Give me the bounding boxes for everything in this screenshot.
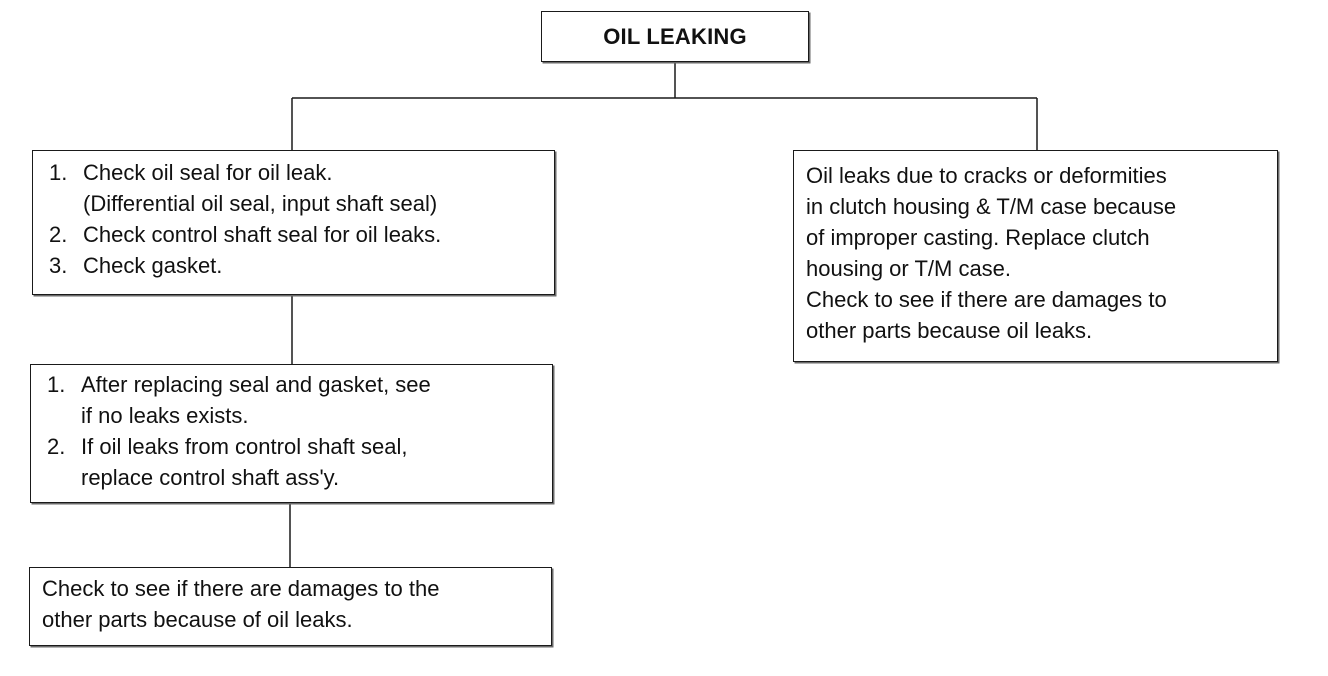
- casting-line: Check to see if there are damages to: [806, 287, 1167, 312]
- step-line: Check oil seal for oil leak.: [83, 160, 333, 185]
- title-text: OIL LEAKING: [603, 24, 747, 49]
- check-step-2: 2. Check control shaft seal for oil leak…: [49, 219, 554, 250]
- action-step-1: 1. After replacing seal and gasket, see …: [47, 369, 552, 431]
- step-line: Check gasket.: [83, 253, 223, 278]
- step-number: 2.: [49, 222, 68, 247]
- step-number: 3.: [49, 253, 68, 278]
- casting-defect-box: Oil leaks due to cracks or deformities i…: [793, 150, 1278, 362]
- step-line: If oil leaks from control shaft seal,: [81, 434, 408, 459]
- final-check-box: Check to see if there are damages to the…: [29, 567, 552, 646]
- casting-line: other parts because oil leaks.: [806, 318, 1093, 343]
- casting-line: of improper casting. Replace clutch: [806, 225, 1150, 250]
- casting-line: Oil leaks due to cracks or deformities: [806, 163, 1167, 188]
- step-line: Check control shaft seal for oil leaks.: [83, 222, 442, 247]
- casting-line: in clutch housing & T/M case because: [806, 194, 1177, 219]
- check-step-1: 1. Check oil seal for oil leak. (Differe…: [49, 157, 554, 219]
- step-number: 1.: [49, 160, 68, 185]
- step-number: 2.: [47, 434, 66, 459]
- step-line: (Differential oil seal, input shaft seal…: [83, 191, 438, 216]
- step-line: After replacing seal and gasket, see: [81, 372, 431, 397]
- step-line: if no leaks exists.: [81, 403, 249, 428]
- final-line: other parts because of oil leaks.: [42, 607, 353, 632]
- action-step-2: 2. If oil leaks from control shaft seal,…: [47, 431, 552, 493]
- casting-line: housing or T/M case.: [806, 256, 1012, 281]
- title-box: OIL LEAKING: [541, 11, 809, 62]
- final-line: Check to see if there are damages to the: [42, 576, 440, 601]
- step-line: replace control shaft ass'y.: [81, 465, 340, 490]
- checks-box: 1. Check oil seal for oil leak. (Differe…: [32, 150, 555, 295]
- step-number: 1.: [47, 372, 66, 397]
- actions-box: 1. After replacing seal and gasket, see …: [30, 364, 553, 503]
- check-step-3: 3. Check gasket.: [49, 250, 554, 281]
